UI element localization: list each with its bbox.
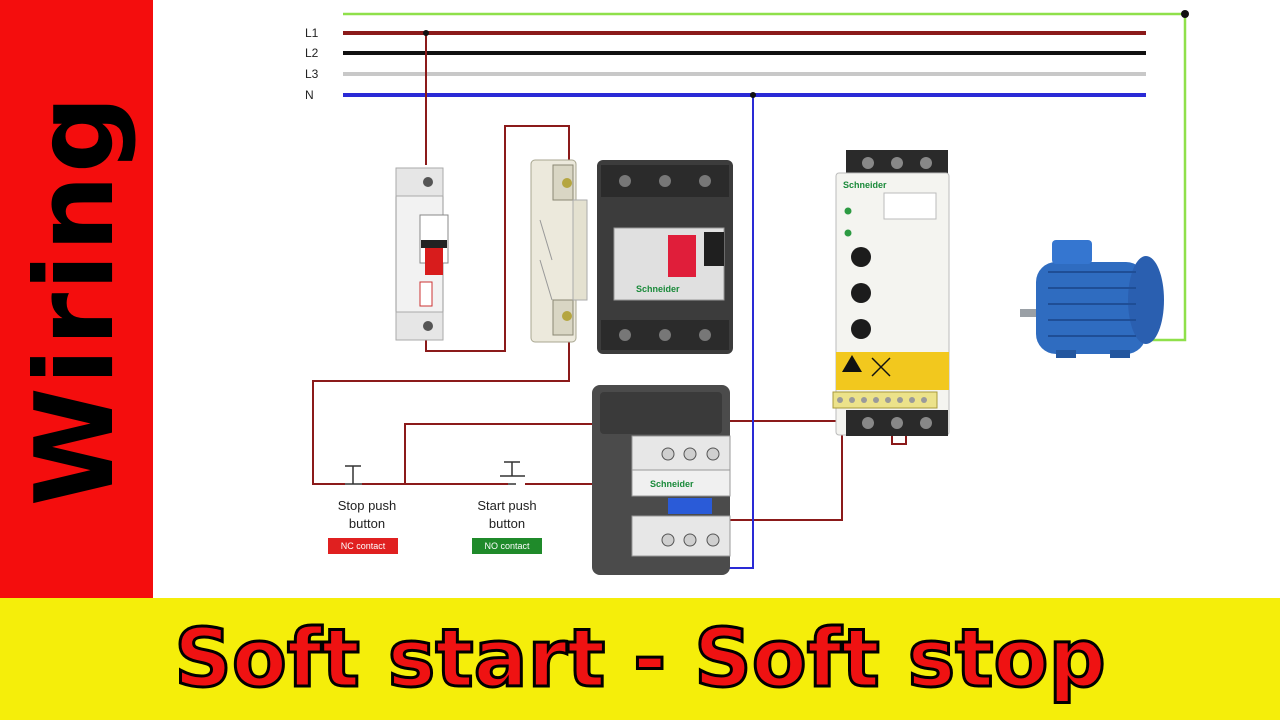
wiring-diagram: L1 L2 L3 N [305,10,1189,575]
circuit-breaker-icon [395,167,449,341]
stop-button-tag: NC contact [341,541,386,551]
contactor-icon: Schneider [592,385,731,575]
line-label-l1: L1 [305,26,319,40]
contactor-brand: Schneider [650,479,694,489]
soft-starter-brand: Schneider [843,180,887,190]
line-label-n: N [305,88,314,102]
electric-motor-icon [1020,240,1164,358]
start-button-tag-bg [472,538,542,554]
stop-button-label-line1: Stop push [338,498,397,513]
side-title: Wiring [13,93,138,507]
start-button-label-line1: Start push [477,498,536,513]
start-push-button-symbol [500,461,525,485]
l1-junction [423,30,429,36]
motor-circuit-breaker-icon: Schneider [597,160,733,354]
bottom-banner: Soft start - Soft stop [0,598,1280,720]
side-banner: Wiring [0,0,153,598]
start-button-label-line2: button [489,516,525,531]
line-label-l3: L3 [305,67,319,81]
start-button-tag: NO contact [484,541,530,551]
neutral-junction [750,92,756,98]
stop-button-label-line2: button [349,516,385,531]
motor-breaker-brand: Schneider [636,284,680,294]
stop-push-button-symbol [345,465,362,485]
earth-wire [343,12,1187,342]
bottom-title: Soft start - Soft stop [173,611,1107,707]
supply-lines [343,31,1146,97]
soft-starter-icon: Schneider [832,150,950,436]
auxiliary-contact-icon [530,159,588,343]
stop-button-tag-bg [328,538,398,554]
line-label-l2: L2 [305,46,319,60]
earth-junction [1181,10,1189,18]
